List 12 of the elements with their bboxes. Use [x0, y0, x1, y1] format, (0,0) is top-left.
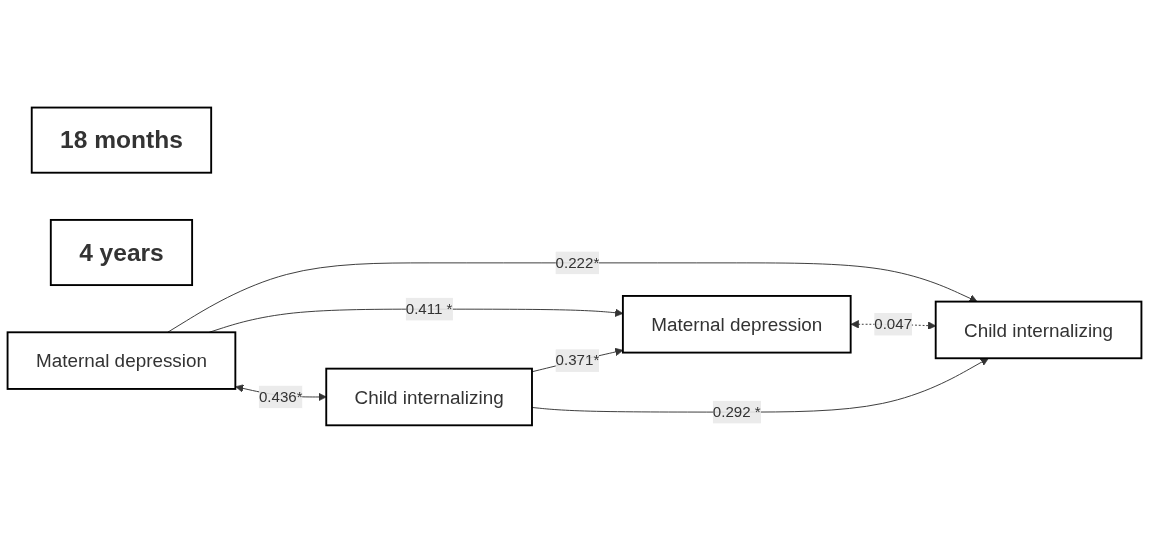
node-box: 4 years: [49, 219, 194, 287]
edge-label: 0.371*: [555, 352, 600, 369]
node-box: Maternal depression: [621, 295, 852, 354]
edge-label: 0.047: [874, 315, 913, 332]
node-box: Maternal depression: [6, 331, 237, 390]
node-box: 18 months: [30, 106, 213, 174]
edge-label: 0.436*: [258, 388, 303, 405]
edge-label: 0.292 *: [712, 403, 761, 420]
edge-label: 0.222*: [555, 254, 600, 271]
node-box: Child internalizing: [934, 300, 1143, 360]
node-box: Child internalizing: [325, 367, 533, 427]
edge-label: 0.411 *: [405, 300, 453, 317]
